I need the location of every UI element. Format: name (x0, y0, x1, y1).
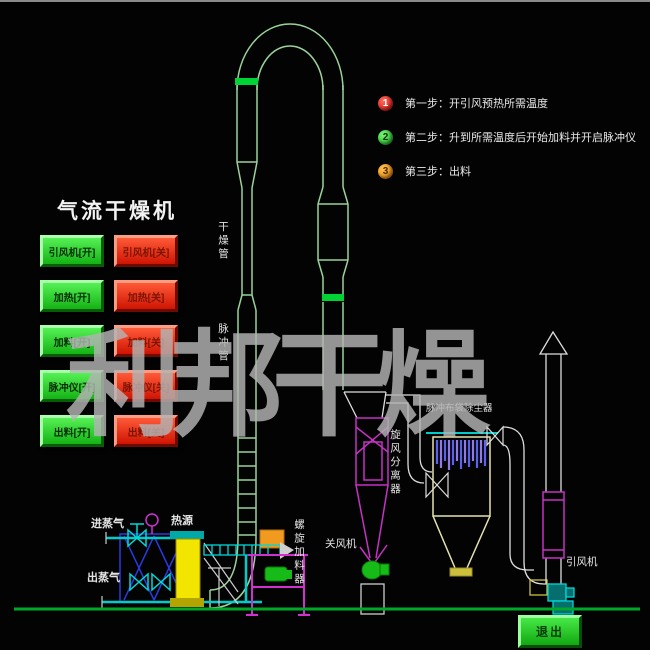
page-title: 气流干燥机 (57, 200, 177, 223)
steam-pipe-flanges (101, 532, 107, 608)
heat-off-button[interactable]: 加热[关] (114, 280, 178, 312)
pulse-on-button[interactable]: 脉冲仪[开] (40, 370, 104, 402)
step-text-3: 第三步：出料 (405, 166, 471, 178)
label-cyclone: 旋风分离器 (389, 429, 401, 497)
label-heat-source: 热源 (171, 515, 193, 527)
heat-on-button[interactable]: 加热[开] (40, 280, 104, 312)
output-on-button[interactable]: 出料[开] (40, 415, 104, 447)
feed-hopper (259, 529, 285, 549)
step-row-2: 2 第二步：升到所需温度后开始加料并开启脉冲仪 (378, 129, 636, 145)
feed-off-button[interactable]: 加料[关] (114, 325, 178, 357)
cyclone-outlet-pipe (386, 394, 433, 484)
label-bag-filter: 脉冲布袋除尘器 (426, 403, 493, 414)
drying-pipe-arch (236, 23, 344, 91)
fan-inlet-fitting (529, 579, 548, 596)
label-airlock-fan: 关风机 (325, 538, 357, 550)
step-text-2: 第二步：升到所需温度后开始加料并开启脉冲仪 (405, 132, 636, 144)
step-row-3: 3 第三步：出料 (378, 163, 636, 179)
steps-panel: 1 第一步：开引风预热所需温度 2 第二步：升到所需温度后开始加料并开启脉冲仪 … (378, 95, 636, 197)
stack-muffler (542, 491, 565, 559)
step-number-badge-1: 1 (378, 95, 393, 111)
label-steam-in: 进蒸气 (91, 518, 124, 530)
pipe-flange-band2 (322, 294, 344, 301)
exhaust-stack (538, 330, 569, 584)
pulse-off-button[interactable]: 脉冲仪[关] (114, 370, 178, 402)
step-number-badge-3: 3 (378, 163, 393, 179)
step-number-badge-2: 2 (378, 129, 393, 145)
feeder-stand (246, 554, 310, 616)
label-draft-fan: 引风机 (566, 556, 598, 568)
filter-bags (435, 440, 487, 470)
bag-dust-collector (426, 425, 504, 577)
output-off-button[interactable]: 出料[关] (114, 415, 178, 447)
screw-feeder-unit (203, 529, 310, 616)
label-screw-feeder: 螺旋加料器 (293, 519, 305, 587)
step-row-1: 1 第一步：开引风预热所需温度 (378, 95, 636, 111)
pipe-flange-band (235, 78, 258, 85)
label-drying-pipe: 干燥管 (217, 221, 229, 262)
fan-on-button[interactable]: 引风机[开] (40, 235, 104, 267)
bag-filter-inlet-valve (425, 471, 449, 499)
exhaust-duct (502, 426, 550, 585)
steam-outlet-valves (129, 572, 171, 592)
cyclone-inlet (343, 391, 387, 419)
drying-pipe-left-leg (209, 85, 258, 609)
heater-duct (203, 542, 239, 606)
feeder-motor (264, 566, 288, 582)
cyclone-separator (355, 417, 389, 559)
pulse-pipe-right-leg (317, 85, 349, 390)
feed-on-button[interactable]: 加料[开] (40, 325, 104, 357)
step-text-1: 第一步：开引风预热所需温度 (405, 98, 548, 110)
draft-fan-unit (547, 583, 575, 615)
label-pulse-pipe: 脉冲管 (217, 323, 229, 364)
pressure-gauge (145, 513, 159, 534)
steam-inlet-valve (127, 523, 147, 548)
airlock-rotary-valve (359, 544, 390, 615)
heater (170, 531, 204, 607)
fan-off-button[interactable]: 引风机[关] (114, 235, 178, 267)
label-steam-out: 出蒸气 (87, 572, 120, 584)
exit-button[interactable]: 退出 (518, 615, 582, 648)
